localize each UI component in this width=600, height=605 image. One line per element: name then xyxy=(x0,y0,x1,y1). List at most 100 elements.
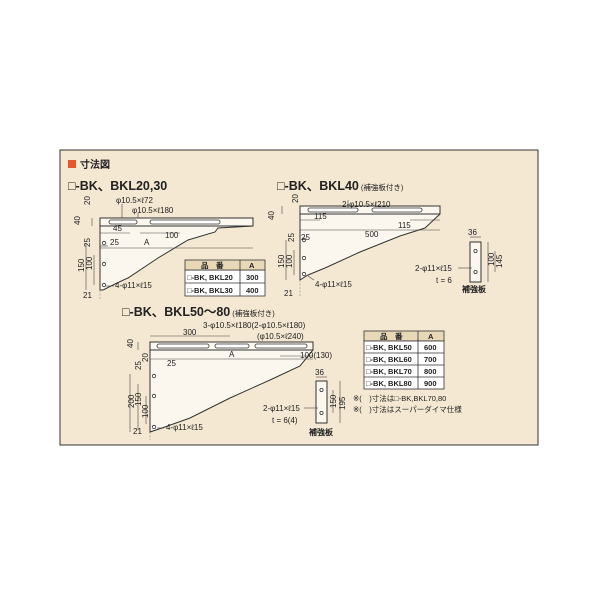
bkl2030-holes-dim: 4-φ11×ℓ15 xyxy=(115,281,152,290)
bkl2030-20-dim: 20 xyxy=(83,196,92,205)
bkl2030-slot-1 xyxy=(108,219,138,225)
bkl5080-title: □-BK、BKL50〜80(補強板付き) xyxy=(122,305,275,319)
bkl2030-A-dim: A xyxy=(144,238,150,247)
bkl40-plate-thickness: t = 6 xyxy=(436,276,452,285)
bkl2030-hole xyxy=(101,261,107,267)
bkl40-plate-100-dim: 100 xyxy=(487,252,496,266)
bkl40-hole xyxy=(301,255,307,261)
table-cell-model: □-BK, BKL30 xyxy=(187,286,233,295)
bkl5080-title-main: □-BK、BKL50〜80 xyxy=(122,305,230,319)
bkl5080-slots-dim: 3-φ10.5×ℓ180(2-φ10.5×ℓ180) xyxy=(203,321,306,330)
bkl2030-hole xyxy=(101,282,107,288)
table-cell-a: 400 xyxy=(246,286,259,295)
bkl2030-slot-2 xyxy=(149,219,221,225)
bkl2030-100-dim: 100 xyxy=(165,231,179,240)
bkl40-21-dim: 21 xyxy=(284,289,293,298)
bkl40-slot-1 xyxy=(307,207,359,213)
bkl2030-table: 品 番 A □-BK, BKL20 300 □-BK, BKL30 400 xyxy=(184,259,266,297)
bkl40-plate-label: 補強板 xyxy=(461,284,487,294)
table-cell-model: □-BK, BKL60 xyxy=(366,355,412,364)
bkl40-115b-dim: 115 xyxy=(398,221,411,230)
bkl40-holes-dim: 4-φ11×ℓ15 xyxy=(315,280,352,289)
bkl40-bracket xyxy=(299,205,441,281)
table-cell-model: □-BK, BKL70 xyxy=(366,367,412,376)
bkl5080-slot-1 xyxy=(156,343,210,349)
bkl40-40-dim: 40 xyxy=(267,211,276,220)
bkl40-slot-2 xyxy=(371,207,423,213)
bkl2030-hole xyxy=(101,240,107,246)
bkl5080-table-col-model: 品 番 xyxy=(380,331,403,341)
bkl2030-slot1-dim: φ10.5×ℓ72 xyxy=(116,196,153,205)
bkl2030-150-dim: 150 xyxy=(77,258,86,272)
table-cell-a: 800 xyxy=(424,367,437,376)
bkl40-plate-36-dim: 36 xyxy=(468,228,477,237)
table-cell-a: 300 xyxy=(246,273,259,282)
bkl5080-25v-dim: 25 xyxy=(134,361,143,370)
bkl5080-20-dim: 20 xyxy=(141,353,150,362)
table-cell-model: □-BK, BKL20 xyxy=(187,273,233,282)
bkl5080-slot-3 xyxy=(254,343,308,349)
bkl5080-plate-36-dim: 36 xyxy=(315,368,324,377)
bkl5080-40-dim: 40 xyxy=(126,339,135,348)
bkl5080-200-dim: 200 xyxy=(127,394,136,408)
bkl5080-table-col-a: A xyxy=(428,332,434,341)
bkl2030-25h-dim: 25 xyxy=(110,238,119,247)
bkl5080-slot-2 xyxy=(214,343,250,349)
plate-hole xyxy=(319,387,324,392)
table-cell-a: 700 xyxy=(424,355,437,364)
panel-background xyxy=(59,149,539,446)
table-cell-a: 600 xyxy=(424,343,437,352)
bkl5080-100-dim: 100(130) xyxy=(300,351,332,360)
bkl40-25h-dim: 25 xyxy=(301,233,310,242)
bkl5080-table: 品 番 A □-BK, BKL50 600 □-BK, BKL60 700 □-… xyxy=(363,330,445,390)
bkl40-plate-145-dim: 145 xyxy=(495,254,504,268)
bkl5080-plate-holes-dim: 2-φ11×ℓ15 xyxy=(263,404,300,413)
bkl5080-subtitle: (補強板付き) xyxy=(232,308,275,318)
bkl5080-plate-thickness: t = 6(4) xyxy=(272,416,298,425)
bkl40-reinforcement-plate: 36 100 145 2-φ11×ℓ15 t = 6 補強板 xyxy=(415,228,504,294)
bkl5080-A-dim: A xyxy=(229,350,235,359)
bkl2030-dimensions: φ10.5×ℓ72 φ10.5×ℓ180 20 40 45 100 25 25 … xyxy=(73,196,253,300)
bkl2030-bracket xyxy=(99,217,254,291)
bkl40-20-dim: 20 xyxy=(291,194,300,203)
bkl40-500-dim: 500 xyxy=(365,230,379,239)
bkl2030-slot2-dim: φ10.5×ℓ180 xyxy=(132,206,174,215)
bkl2030-table-col-model: 品 番 xyxy=(201,260,224,270)
bkl40-115a-dim: 115 xyxy=(314,212,327,221)
bkl5080-25h-dim: 25 xyxy=(167,359,176,368)
bkl5080-slot240-dim: (φ10.5×ℓ240) xyxy=(257,332,304,341)
footnote: ※( )寸法は□-BK,BKL70,80 xyxy=(353,393,446,403)
bkl5080-reinforcement-plate: 36 150 195 2-φ11×ℓ15 t = 6(4) 補強板 xyxy=(263,368,347,437)
bkl5080-bracket xyxy=(149,341,314,433)
bkl40-title-main: □-BK、BKL40 xyxy=(277,179,359,193)
header-title: 寸法図 xyxy=(80,158,110,171)
bkl40-hole xyxy=(301,271,307,277)
table-cell-model: □-BK, BKL80 xyxy=(366,379,412,388)
bkl5080-plate-label: 補強板 xyxy=(308,427,334,437)
plate-hole xyxy=(319,410,324,415)
bkl40-100-dim: 100 xyxy=(285,254,294,268)
bkl5080-21-dim: 21 xyxy=(133,427,142,436)
bkl5080-hole xyxy=(151,393,157,399)
plate-shape xyxy=(469,241,482,283)
plate-hole xyxy=(473,248,478,253)
plate-shape xyxy=(315,380,328,424)
bkl40-plate-holes-dim: 2-φ11×ℓ15 xyxy=(415,264,452,273)
bkl40-slot-dim: 2-φ10.5×ℓ210 xyxy=(342,200,391,209)
bkl2030-100v-dim: 100 xyxy=(85,256,94,270)
bkl5080-holes-dim: 4-φ11×ℓ15 xyxy=(166,423,203,432)
bkl5080-plate-150-dim: 150 xyxy=(329,394,338,408)
bkl40-title: □-BK、BKL40(補強板付き) xyxy=(277,179,404,193)
bkl2030-title: □-BK、BKL20,30 xyxy=(68,179,167,193)
header-marker-icon xyxy=(68,160,76,168)
bkl40-25v-dim: 25 xyxy=(287,233,296,242)
table-cell-a: 900 xyxy=(424,379,437,388)
bkl5080-plate-195-dim: 195 xyxy=(338,396,347,410)
bkl5080-100v-dim: 100 xyxy=(141,404,150,418)
bkl5080-300-dim: 300 xyxy=(183,328,197,337)
bkl5080-dimensions: 3-φ10.5×ℓ180(2-φ10.5×ℓ180) 300 (φ10.5×ℓ2… xyxy=(126,321,332,440)
bkl40-hole xyxy=(301,237,307,243)
bkl2030-25v-dim: 25 xyxy=(83,238,92,247)
